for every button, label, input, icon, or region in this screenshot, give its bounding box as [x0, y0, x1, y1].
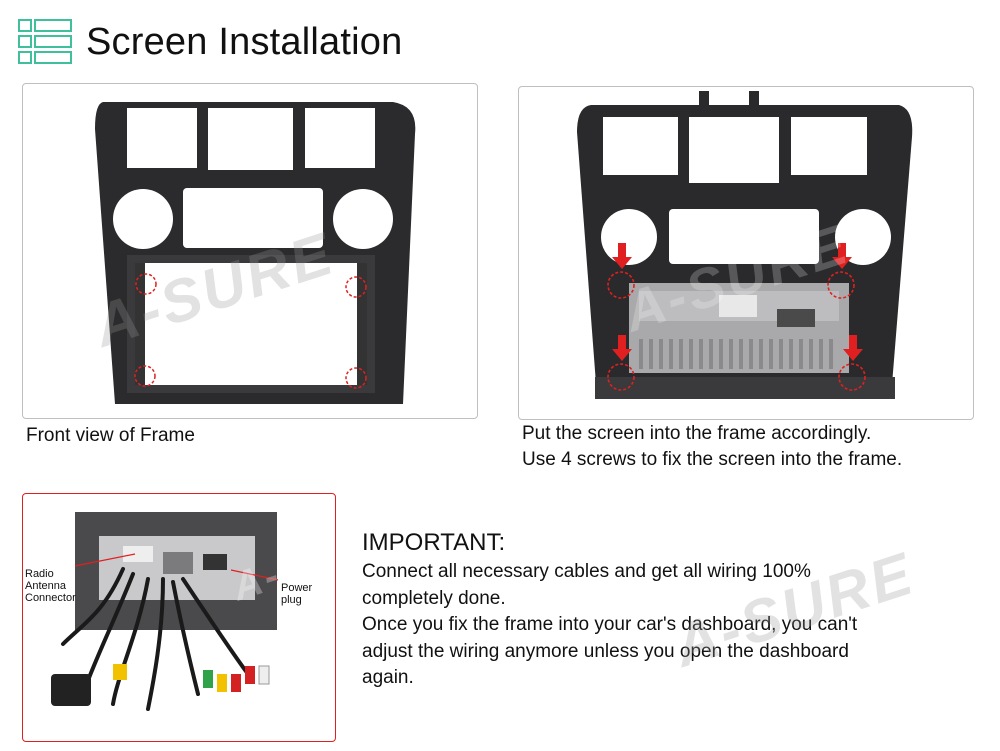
install-caption: Put the screen into the frame accordingl… [522, 421, 902, 473]
frame-with-screen-photo [518, 86, 974, 420]
important-title: IMPORTANT: [362, 529, 506, 556]
important-line: Once you fix the frame into your car's d… [362, 614, 858, 635]
list-icon [18, 19, 72, 64]
front-frame-photo [22, 83, 478, 419]
important-line: Connect all necessary cables and get all… [362, 561, 811, 582]
page-title: Screen Installation [86, 21, 403, 63]
radio-antenna-label: Radio Antenna Connector [25, 568, 76, 604]
important-notice: IMPORTANT: Connect all necessary cables … [362, 528, 962, 692]
important-line: again. [362, 667, 414, 688]
install-caption-line: Use 4 screws to fix the screen into the … [522, 449, 903, 470]
front-frame-caption: Front view of Frame [26, 425, 195, 446]
wiring-photo: Radio Antenna Connector Power plug [22, 493, 336, 742]
important-line: completely done. [362, 587, 506, 609]
wiring-illustration [51, 512, 279, 711]
install-caption-line: Put the screen into the frame accordingl… [522, 423, 872, 444]
frame-back-illustration [577, 91, 913, 399]
important-line: adjust the wiring anymore unless you ope… [362, 640, 849, 662]
frame-front-illustration [95, 102, 416, 404]
power-plug-label: Power plug [281, 582, 313, 606]
